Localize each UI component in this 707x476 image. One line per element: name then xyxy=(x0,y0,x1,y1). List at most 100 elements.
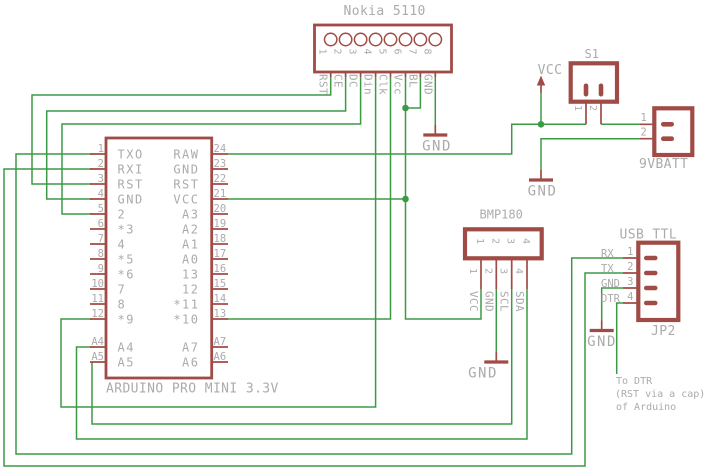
nokia-pin-label: GND xyxy=(421,74,434,95)
wire-nokia-clk-to-arduino-d10[interactable] xyxy=(228,77,392,320)
usb-ttl-pad xyxy=(644,255,658,261)
nokia-pad-circle xyxy=(428,32,443,47)
s1-pad xyxy=(583,83,589,97)
nokia-pad-circle xyxy=(368,32,383,47)
nokia-pin-label: Clk xyxy=(377,74,390,95)
usb-ttl-body[interactable] xyxy=(636,240,681,323)
usb-ttl-pad xyxy=(644,285,658,291)
pin-number: 10 xyxy=(91,278,104,290)
pin-label: *9 xyxy=(118,313,135,327)
pin-number: A7 xyxy=(214,336,227,348)
wire-a4-to-sda[interactable] xyxy=(75,289,528,440)
wire-raw-to-s1[interactable] xyxy=(228,123,586,155)
nokia-pad-circle xyxy=(398,32,413,47)
wire-txo-to-usb-rx[interactable] xyxy=(15,153,623,455)
pin-label: A7 xyxy=(182,341,199,355)
pin-label: RST xyxy=(173,178,199,192)
pin-label: 2 xyxy=(118,208,127,222)
bmp180-pin-label: VCC xyxy=(467,291,480,312)
bmp180-pad-number: 1 xyxy=(474,238,485,244)
pin-number: 11 xyxy=(91,293,104,305)
bmp180-pin-label: GND xyxy=(482,291,495,312)
usb-ttl-pin-number: 2 xyxy=(627,261,633,273)
pin-number: 7 xyxy=(98,233,104,245)
pin-number: 23 xyxy=(214,158,227,170)
bmp180-pin-stubs xyxy=(480,258,528,289)
pin-label: A1 xyxy=(182,238,199,252)
junction-dot xyxy=(402,195,409,203)
pin-label: 8 xyxy=(118,298,127,312)
bmp180-pad-number: 4 xyxy=(520,238,531,244)
pin-label: *6 xyxy=(118,268,135,282)
wire-nokia-rst-to-arduino-rst[interactable] xyxy=(31,77,332,185)
s1-body[interactable] xyxy=(568,61,620,104)
wire-usb-gnd-lead[interactable] xyxy=(600,287,623,321)
arduino-body[interactable] xyxy=(104,136,214,380)
pin-label: 4 xyxy=(118,238,127,252)
pin-label: *3 xyxy=(118,223,135,237)
wire-rxi-to-usb-tx[interactable] xyxy=(3,168,623,467)
nokia-5110-connector[interactable]: Nokia 5110 1 2 3 4 5 6 7 8 RST CE DC Din… xyxy=(313,4,453,95)
pin-number: 1 xyxy=(98,143,104,155)
pin-label: A5 xyxy=(118,356,135,370)
wire-battery-to-gnd[interactable] xyxy=(540,137,640,170)
bmp180-pin-number: 2 xyxy=(482,268,493,274)
gnd-symbol-nokia[interactable]: GND xyxy=(422,125,452,155)
nokia-pin-number: 7 xyxy=(406,49,417,55)
pin-label: A3 xyxy=(182,208,199,222)
bmp180-pad-number: 2 xyxy=(489,238,500,244)
nokia-body[interactable] xyxy=(313,23,453,74)
battery-body[interactable] xyxy=(652,106,695,158)
wire-nokia-din-to-arduino-d9[interactable] xyxy=(60,77,377,408)
wire-usb-dtr[interactable] xyxy=(615,302,623,374)
usb-ttl-pad xyxy=(644,300,658,306)
pin-label: RAW xyxy=(173,148,199,162)
pin-label: *10 xyxy=(173,313,199,327)
gnd-symbol-battery[interactable]: GND xyxy=(528,170,558,200)
battery-pin-stubs xyxy=(640,123,655,140)
vcc-symbol[interactable]: VCC xyxy=(536,63,563,93)
pin-number: 21 xyxy=(214,188,227,200)
pin-label: TXO xyxy=(118,148,144,162)
arduino-title: ARDUINO PRO MINI 3.3V xyxy=(106,382,279,397)
gnd-symbol-usb-ttl[interactable]: GND xyxy=(587,320,617,351)
arduino-pro-mini[interactable]: ARDUINO PRO MINI 3.3V 1 2 3 4 5 6 7 8 9 … xyxy=(90,136,279,397)
pin-label: RXI xyxy=(118,163,144,177)
usb-ttl-pin-number: 4 xyxy=(627,291,633,303)
pin-number: 12 xyxy=(91,308,104,320)
bmp180-title: BMP180 xyxy=(480,208,523,222)
nokia-pad-circle xyxy=(353,32,368,47)
wire-nokia-dc-to-arduino-d2[interactable] xyxy=(61,77,362,215)
note-line: of Arduino xyxy=(616,402,676,413)
battery-ref: 9VBATT xyxy=(639,157,688,172)
usb-ttl-connector[interactable]: USB TTL 1 2 3 4 RX TX GND DTR JP2 xyxy=(601,228,681,340)
usb-ttl-pad xyxy=(644,270,658,276)
bmp180-connector[interactable]: BMP180 1 2 3 4 1 2 3 4 VCC GND SCL SDA xyxy=(462,208,544,313)
gnd-symbol-bmp180[interactable]: GND xyxy=(468,352,509,382)
pin-label: A6 xyxy=(182,356,199,370)
power-switch-s1[interactable]: S1 1 2 xyxy=(568,47,620,125)
battery-connector-9vbatt[interactable]: 1 2 9VBATT xyxy=(639,106,695,172)
note-line: (RST via a cap) xyxy=(615,389,705,400)
junction-dot xyxy=(537,121,545,128)
nokia-pad-circle xyxy=(338,32,353,47)
bmp180-pin-number: 1 xyxy=(467,268,478,274)
pin-number: 24 xyxy=(214,143,227,155)
bmp180-body[interactable] xyxy=(462,227,544,261)
wire-nokia-bl-to-vcc[interactable] xyxy=(405,77,422,109)
pin-number: 13 xyxy=(214,308,227,320)
pin-number: A6 xyxy=(214,351,227,363)
usb-ttl-title: USB TTL xyxy=(620,228,678,243)
battery-pin-number: 1 xyxy=(641,112,647,124)
usb-ttl-net-label: DTR xyxy=(601,293,621,305)
pin-label: *5 xyxy=(118,253,135,267)
battery-pad xyxy=(661,136,674,141)
wire-vcc-vertical[interactable] xyxy=(404,77,482,320)
nokia-pin-number: 3 xyxy=(347,49,358,55)
pin-label: RST xyxy=(118,178,144,192)
pin-label: 7 xyxy=(118,283,127,297)
bmp180-pin-label: SDA xyxy=(513,291,526,312)
wires xyxy=(3,77,640,467)
wire-a5-to-scl[interactable] xyxy=(91,289,513,425)
